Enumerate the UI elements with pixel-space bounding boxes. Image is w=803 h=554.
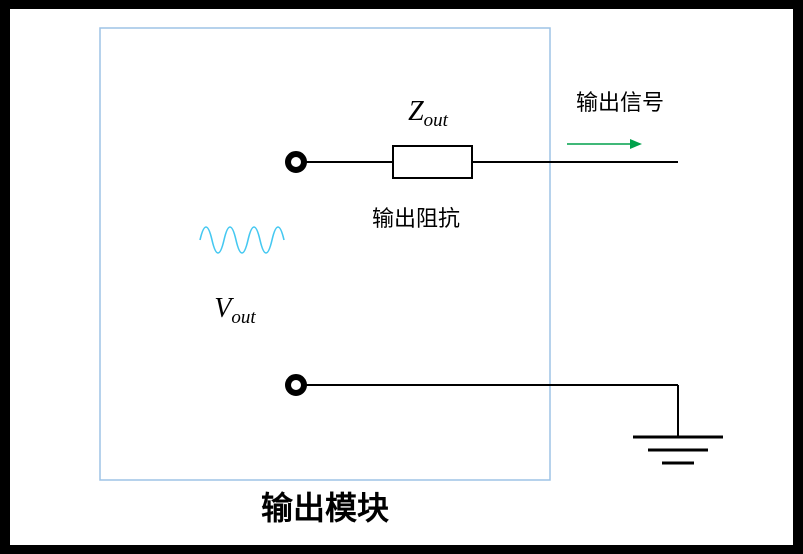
terminal-bottom-icon	[285, 374, 307, 396]
source-symbol-label: Vout	[214, 293, 256, 328]
terminal-top-icon	[285, 151, 307, 173]
impedance-symbol-label: Zout	[408, 96, 449, 131]
module-box	[99, 27, 551, 481]
signal-name-label: 输出信号	[576, 91, 664, 116]
ground-icon	[633, 385, 723, 465]
sine-wave-icon	[199, 226, 285, 254]
canvas-background	[10, 9, 793, 545]
signal-arrow-icon	[567, 139, 642, 149]
impedance-name-label: 输出阻抗	[372, 207, 460, 232]
resistor-body	[392, 145, 473, 179]
diagram-title: 输出模块	[261, 489, 389, 527]
